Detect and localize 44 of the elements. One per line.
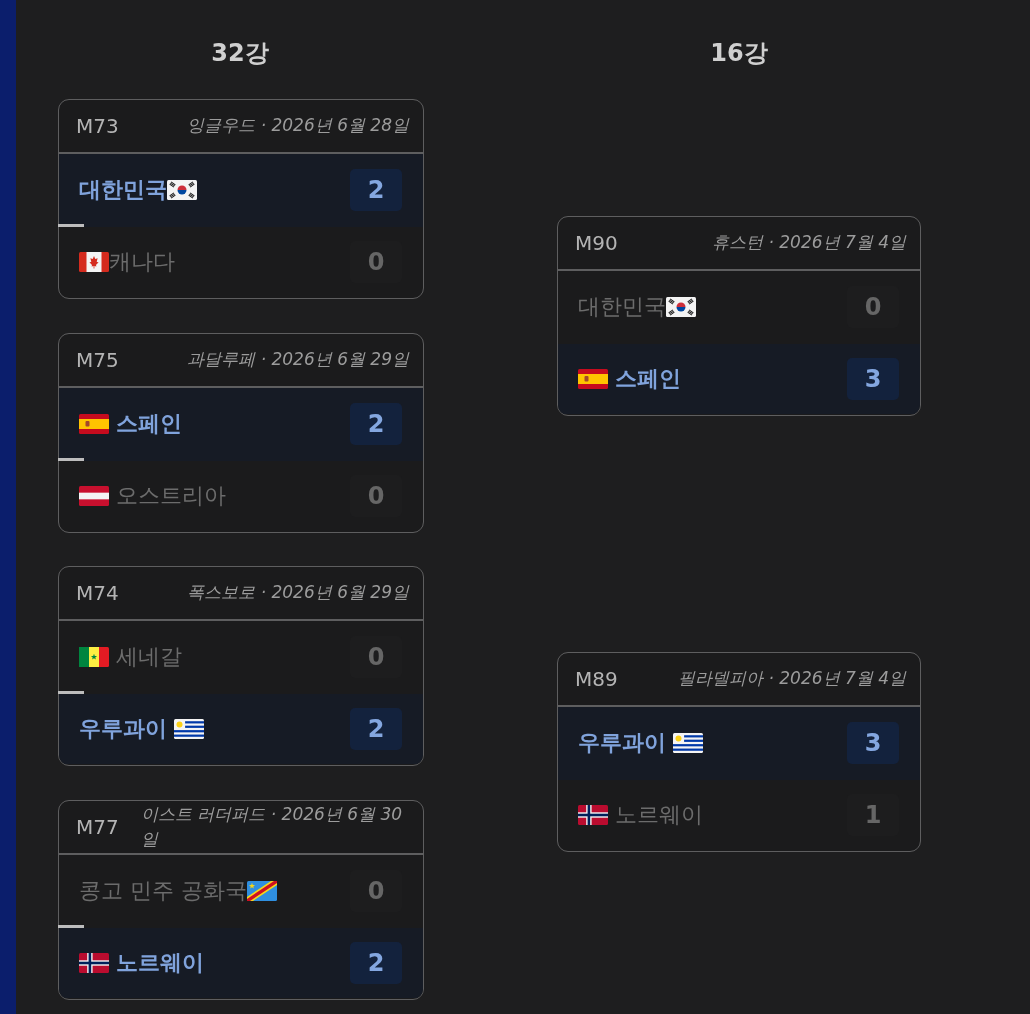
score-badge: 3 [847, 722, 899, 764]
team-name: 노르웨이 [615, 800, 703, 829]
score-badge: 2 [350, 169, 402, 211]
team-name: 오스트리아 [116, 481, 226, 510]
score-badge: 2 [350, 707, 402, 750]
match-card [58, 333, 424, 533]
round-heading: 32강 [211, 38, 269, 68]
team-row [59, 153, 423, 227]
team-name: 스페인 [615, 364, 681, 393]
round-heading: 16강 [710, 38, 768, 68]
team-name: 콩고 민주 공화국 [79, 877, 247, 905]
team-name: 대한민국 [578, 293, 666, 321]
venue-date: 필라델피아 · 2026년 7월 4일 [678, 667, 906, 691]
venue-date: 휴스턴 · 2026년 7월 4일 [712, 231, 906, 255]
match-card [58, 800, 424, 1000]
match-card [557, 652, 921, 852]
score-badge: 2 [350, 941, 402, 984]
match-code: M74 [76, 581, 119, 605]
team-name: 세네갈 [116, 643, 182, 671]
team-name: 스페인 [116, 410, 182, 438]
venue-date: 이스트 러더퍼드 · 2026년 6월 30일 [141, 802, 404, 851]
venue-date: 과달루페 · 2026년 6월 29일 [187, 348, 409, 372]
match-code: M90 [575, 231, 618, 255]
team-row [59, 693, 423, 764]
score-badge: 2 [350, 403, 402, 445]
match-card [58, 566, 424, 766]
venue-date: 잉글우드 · 2026년 6월 28일 [187, 114, 409, 138]
team-row [558, 706, 920, 780]
match-code: M77 [76, 815, 119, 839]
team-name: 우루과이 [79, 714, 167, 743]
match-code: M75 [76, 348, 119, 372]
team-row [59, 927, 423, 998]
team-name: 우루과이 [578, 729, 666, 757]
match-code: M89 [575, 667, 618, 691]
team-name: 노르웨이 [116, 948, 204, 977]
team-name: 대한민국 [79, 176, 167, 204]
match-code: M73 [76, 114, 119, 138]
score-badge: 3 [847, 357, 899, 400]
venue-date: 폭스보로 · 2026년 6월 29일 [187, 581, 409, 605]
team-row [558, 343, 920, 414]
match-card [557, 216, 921, 416]
team-name: 캐나다 [109, 247, 175, 276]
team-row [59, 387, 423, 461]
match-card [58, 99, 424, 299]
